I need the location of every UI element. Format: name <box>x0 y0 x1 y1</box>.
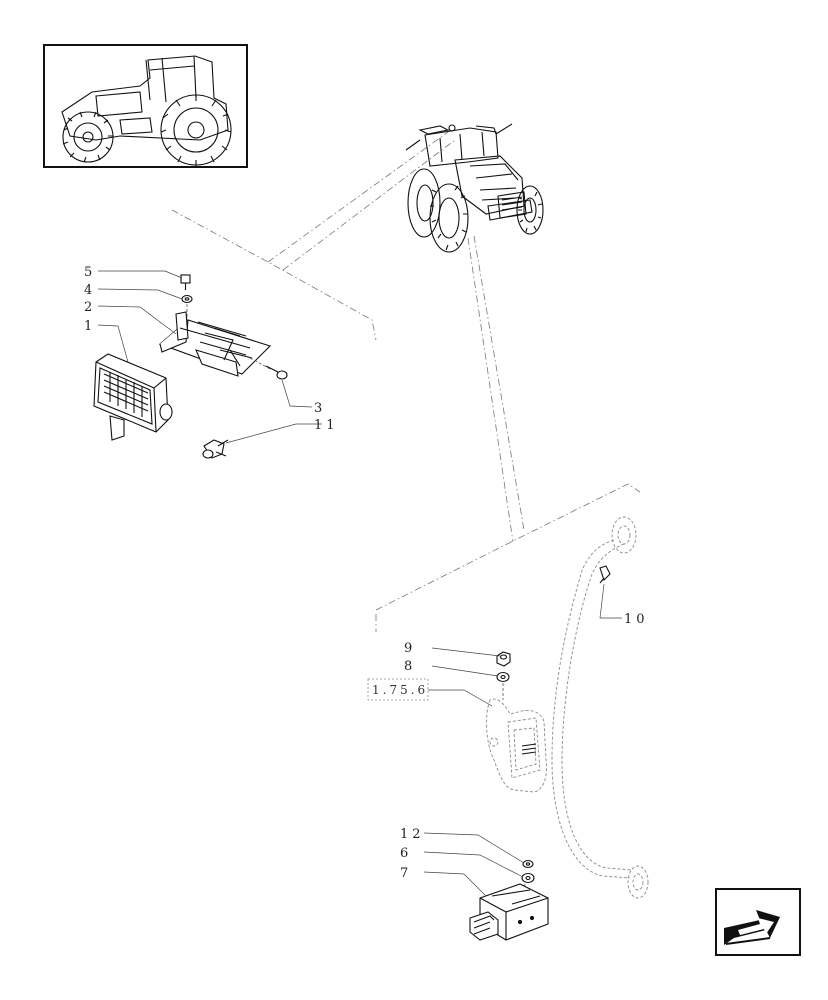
callout-8: 8 <box>404 659 416 674</box>
harness-tube-icon <box>551 516 649 899</box>
callout-6: 6 <box>400 846 412 861</box>
callout-2: 2 <box>84 300 96 315</box>
callout-5: 5 <box>84 265 96 280</box>
bulb-icon <box>202 439 229 459</box>
callout-9: 9 <box>404 641 416 656</box>
side-marker-lamp-icon <box>486 698 547 793</box>
callout-7: 7 <box>400 866 412 881</box>
callout-4: 4 <box>84 283 96 298</box>
assembly-boundaries <box>171 131 641 632</box>
callout-12: 12 <box>400 827 425 842</box>
callout-1: 1 <box>84 319 96 334</box>
callout-3: 3 <box>314 401 326 416</box>
tractor-overview-icon <box>405 123 544 253</box>
mounting-bracket-icon <box>158 311 272 377</box>
work-lamp-icon <box>93 353 173 441</box>
side-lamp-assembly <box>469 516 649 941</box>
washer-icon <box>181 294 193 304</box>
back-arrow-icon[interactable] <box>715 888 801 956</box>
screw-icon <box>249 357 288 380</box>
reference-box-label: 1.75.6 <box>372 683 428 697</box>
tractor-thumbnail-icon <box>43 44 248 168</box>
callout-10: 10 <box>624 612 649 627</box>
callout-11: 11 <box>314 418 339 433</box>
callout-labels: 5 4 2 1 3 11 9 8 10 12 6 7 <box>84 265 649 881</box>
washer-icon <box>496 671 510 683</box>
flasher-unit-icon <box>469 883 549 941</box>
washer-icon <box>521 872 535 884</box>
reference-box[interactable]: 1.75.6 <box>367 678 429 701</box>
bolt-icon <box>180 274 191 290</box>
nut-icon <box>496 651 511 667</box>
work-lamp-assembly <box>93 274 288 459</box>
leader-lines <box>97 270 622 897</box>
nut-icon <box>522 859 534 869</box>
